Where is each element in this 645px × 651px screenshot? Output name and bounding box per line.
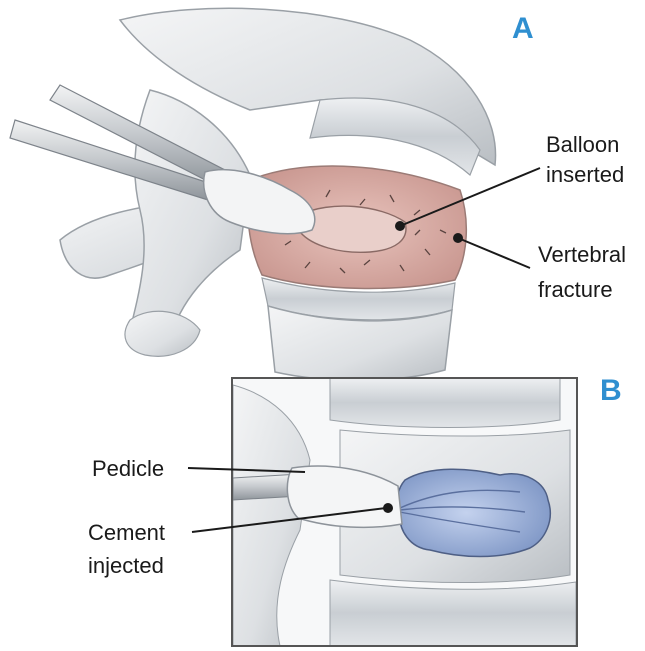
panel-b: B Pedicle Cement injected [88,374,622,646]
inset-lower-disc [330,580,576,646]
cement-cavity [398,469,551,556]
cement-leader-dot [383,503,393,513]
panel-a-letter: A [512,12,534,45]
cement-label-line2: injected [88,553,164,578]
panel-b-letter: B [600,374,622,407]
balloon-leader-dot [395,221,405,231]
fracture-label-line2: fracture [538,277,613,302]
cement-label-line1: Cement [88,520,165,545]
lower-process [125,311,200,356]
balloon-label-line2: inserted [546,162,624,187]
pedicle-label: Pedicle [92,456,164,481]
panel-a: A Balloon inserted Vertebral fracture [10,8,626,380]
fracture-label-line1: Vertebral [538,242,626,267]
fracture-leader-line [458,238,530,268]
balloon-label-line1: Balloon [546,132,619,157]
fracture-leader-dot [453,233,463,243]
inset-upper-disc [330,378,560,428]
